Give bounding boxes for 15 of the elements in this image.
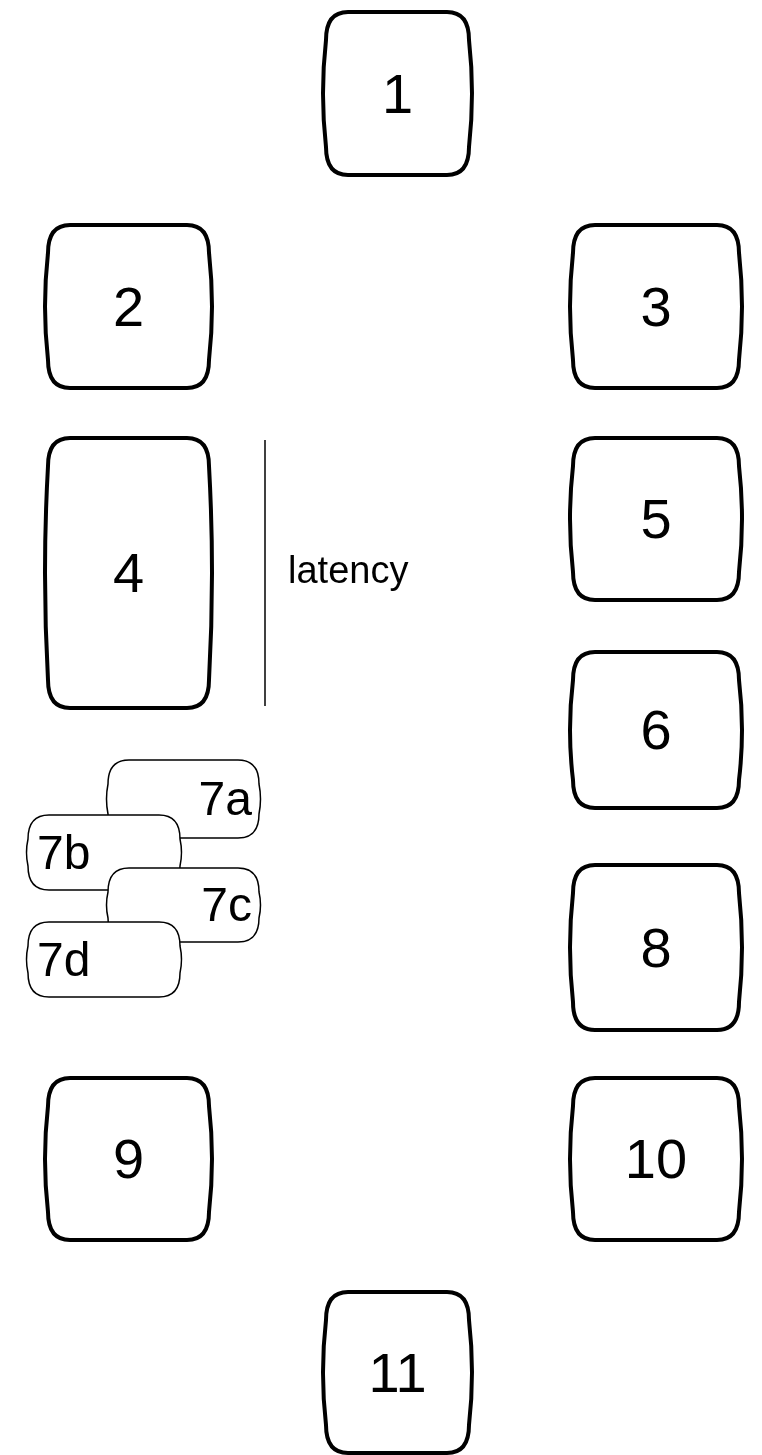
node-label: 10: [624, 1131, 688, 1187]
node-label: 7a: [198, 775, 252, 823]
node-label: 1: [381, 65, 414, 122]
side-note: latency: [288, 551, 409, 589]
node-label: 6: [640, 702, 672, 758]
node-label: 9: [112, 1131, 145, 1187]
node-label: 11: [368, 1344, 427, 1401]
node-label: 8: [640, 919, 672, 976]
node-label: 5: [640, 491, 672, 547]
node-label: 7c: [201, 881, 252, 929]
node-label: 7b: [37, 828, 91, 877]
node-label: 2: [112, 278, 145, 335]
node-label: 7d: [37, 935, 91, 984]
node-label: 4: [112, 545, 145, 601]
node-label: 3: [640, 278, 672, 335]
